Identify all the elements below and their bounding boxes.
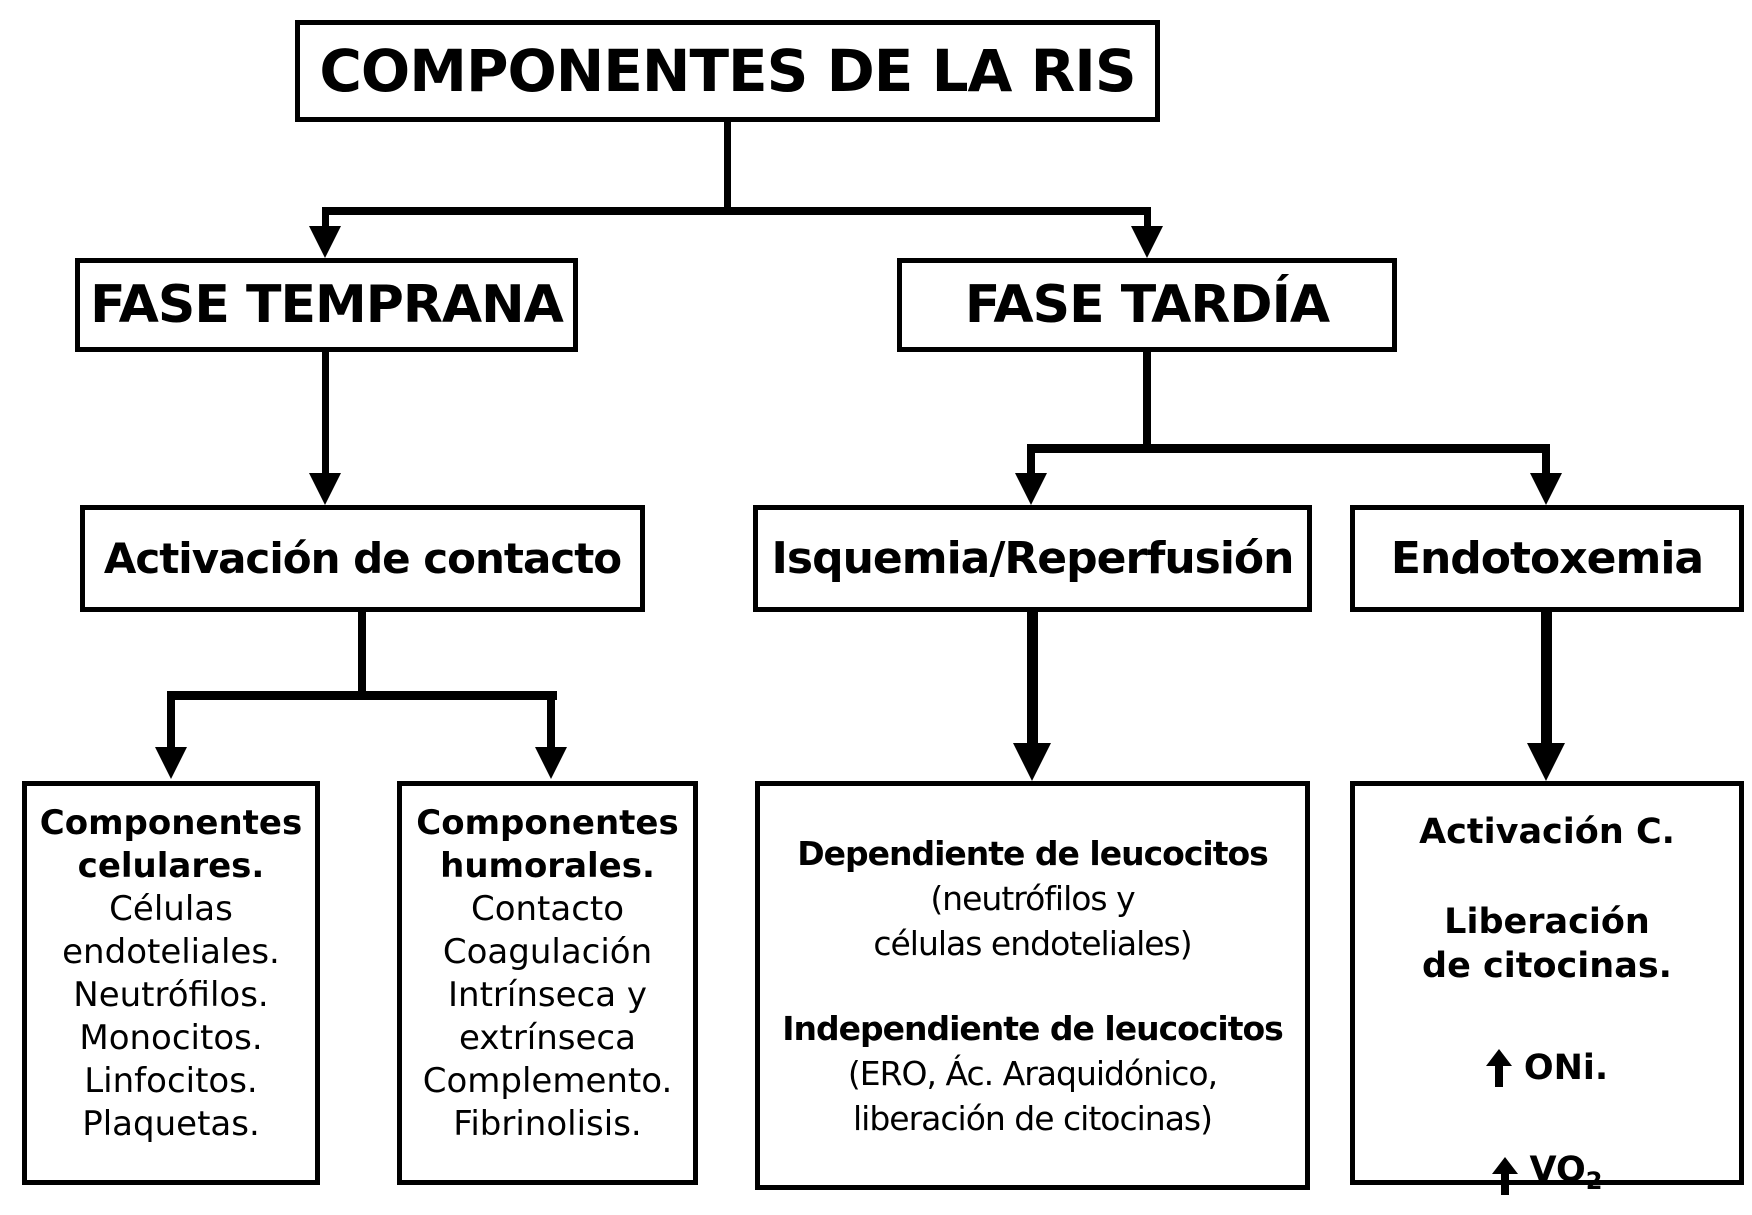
list-item: Plaquetas. bbox=[82, 1104, 260, 1144]
list-item: endoteliales. bbox=[62, 932, 280, 972]
arrowhead-down-icon bbox=[309, 226, 341, 258]
arrowhead-down-icon bbox=[155, 747, 187, 779]
node-componentes-humorales: Componentes humorales. Contacto Coagulac… bbox=[397, 781, 698, 1185]
humorales-heading-line: humorales. bbox=[440, 846, 655, 886]
list-item: liberación de citocinas) bbox=[853, 1098, 1213, 1138]
activacion-contacto-text: Activación de contacto bbox=[103, 534, 622, 583]
arrowhead-down-icon bbox=[535, 747, 567, 779]
vo2-text: VO2 bbox=[1530, 1148, 1603, 1203]
dependiente-heading: Dependiente de leucocitos bbox=[797, 833, 1269, 873]
node-title: COMPONENTES DE LA RIS bbox=[295, 20, 1160, 122]
connector-endotoxemia-detalle bbox=[1541, 612, 1552, 745]
fase-tardia-text: FASE TARDÍA bbox=[964, 275, 1330, 335]
fase-temprana-text: FASE TEMPRANA bbox=[90, 275, 564, 335]
list-item: Fibrinolisis. bbox=[453, 1104, 642, 1144]
connector-tardia-stem bbox=[1143, 352, 1151, 448]
title-text: COMPONENTES DE LA RIS bbox=[319, 37, 1136, 105]
list-item: Intrínseca y bbox=[448, 975, 647, 1015]
arrowhead-down-icon bbox=[309, 473, 341, 505]
oni-text: ONi. bbox=[1523, 1048, 1609, 1088]
list-item: Células bbox=[109, 889, 233, 929]
up-arrow-icon bbox=[1492, 1157, 1518, 1195]
connector-temprana-stub bbox=[322, 215, 329, 228]
liberacion-text: Liberación bbox=[1444, 902, 1650, 942]
arrowhead-down-icon bbox=[1131, 226, 1163, 258]
arrowhead-down-icon bbox=[1530, 473, 1562, 505]
connector-activacion-bar bbox=[167, 691, 557, 700]
connector-title-stem bbox=[724, 122, 731, 211]
de-citocinas-text: de citocinas. bbox=[1422, 946, 1672, 986]
list-item: extrínseca bbox=[459, 1018, 636, 1058]
list-item: Neutrófilos. bbox=[73, 975, 269, 1015]
connector-endotoxemia-stub bbox=[1542, 453, 1550, 477]
list-item: Linfocitos. bbox=[84, 1061, 258, 1101]
node-fase-tardia: FASE TARDÍA bbox=[897, 258, 1397, 352]
node-fase-temprana: FASE TEMPRANA bbox=[75, 258, 578, 352]
independiente-section: Independiente de leucocitos (ERO, Ác. Ar… bbox=[782, 1006, 1284, 1141]
independiente-heading: Independiente de leucocitos bbox=[782, 1008, 1284, 1048]
list-item: Coagulación bbox=[442, 932, 653, 972]
connector-activacion-stem bbox=[358, 612, 366, 700]
activacion-c-text: Activación C. bbox=[1419, 812, 1675, 852]
node-endotoxemia: Endotoxemia bbox=[1350, 505, 1744, 612]
arrowhead-down-icon bbox=[1013, 743, 1051, 781]
connector-humorales-stub bbox=[547, 700, 555, 748]
connector-isquemia-stub bbox=[1027, 453, 1035, 477]
node-leucocitos: Dependiente de leucocitos (neutrófilos y… bbox=[755, 781, 1310, 1190]
connector-isquemia-leucocitos bbox=[1027, 612, 1038, 745]
list-item: (neutrófilos y bbox=[930, 878, 1135, 918]
list-item: (ERO, Ác. Araquidónico, bbox=[847, 1053, 1218, 1093]
celulares-heading-line: celulares. bbox=[77, 846, 265, 886]
node-componentes-celulares: Componentes celulares. Células endotelia… bbox=[22, 781, 320, 1185]
node-isquemia-reperfusion: Isquemia/Reperfusión bbox=[753, 505, 1312, 612]
list-item: células endoteliales) bbox=[873, 923, 1192, 963]
vo2-subscript: 2 bbox=[1585, 1167, 1603, 1195]
dependiente-section: Dependiente de leucocitos (neutrófilos y… bbox=[797, 831, 1269, 966]
connector-temprana-activacion bbox=[322, 352, 329, 475]
node-endotoxemia-detalle: Activación C. Liberación de citocinas. O… bbox=[1350, 781, 1744, 1195]
connector-tardia-stub bbox=[1144, 215, 1151, 228]
endotoxemia-text: Endotoxemia bbox=[1390, 533, 1704, 584]
connector-tardia-bar bbox=[1027, 444, 1550, 453]
list-item: Contacto bbox=[470, 889, 625, 929]
oni-row: ONi. bbox=[1486, 1046, 1608, 1090]
connector-title-bar bbox=[322, 207, 1151, 215]
list-item: Monocitos. bbox=[79, 1018, 263, 1058]
celulares-heading-line: Componentes bbox=[39, 803, 303, 843]
up-arrow-icon bbox=[1486, 1049, 1512, 1087]
vo2-label: VO bbox=[1529, 1150, 1586, 1190]
arrowhead-down-icon bbox=[1527, 743, 1565, 781]
node-activacion-contacto: Activación de contacto bbox=[80, 505, 645, 612]
arrowhead-down-icon bbox=[1015, 473, 1047, 505]
vo2-row: VO2 bbox=[1492, 1148, 1603, 1203]
list-item: Complemento. bbox=[422, 1061, 673, 1101]
isquemia-text: Isquemia/Reperfusión bbox=[771, 533, 1295, 584]
connector-celulares-stub bbox=[167, 700, 175, 748]
humorales-heading-line: Componentes bbox=[416, 803, 679, 843]
